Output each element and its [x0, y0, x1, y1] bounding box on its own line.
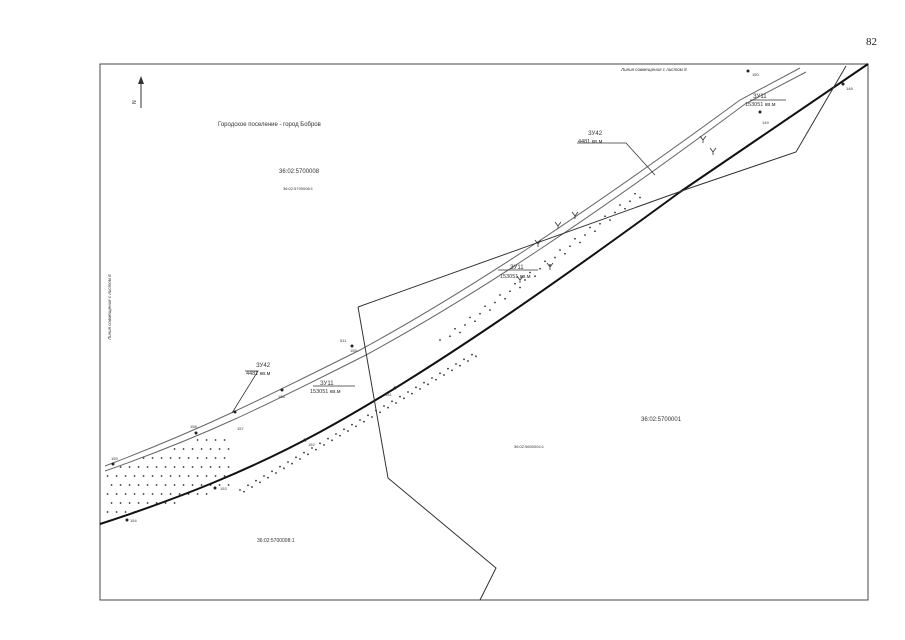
parcel-code: ЗУ11 — [510, 265, 524, 271]
parcel-code: ЗУ11 — [753, 94, 767, 100]
leader-zu42-top — [577, 142, 656, 176]
parcel-code: ЗУ42 — [256, 363, 271, 369]
leader-zu42-left — [231, 370, 259, 414]
parcel-area: 4481 кв.м — [578, 139, 603, 145]
main-boundary-line — [99, 63, 869, 525]
quarter-east-label: 36:02:5700001 — [641, 417, 682, 423]
point-label: 511 — [340, 338, 347, 343]
settlement-label: Городское поселение - город Бобров — [218, 122, 321, 128]
point-label: 154 — [130, 518, 137, 523]
point-label: 149 — [762, 120, 769, 125]
parcel-boundary-south — [357, 306, 497, 601]
parcel-area: 4481 кв.м — [246, 371, 271, 377]
parcel-code: ЗУ42 — [588, 131, 603, 137]
parcel-code: ЗУ11 — [320, 381, 334, 387]
road-line-inner — [104, 71, 807, 472]
point-label: 155 — [350, 348, 357, 353]
hatched-area — [106, 192, 641, 513]
point-label: 152 — [308, 442, 315, 447]
parcel-area: 153051 кв.м — [310, 389, 341, 395]
point-label: 158 — [190, 424, 197, 429]
point-label: 150 — [752, 72, 759, 77]
survey-points — [111, 69, 845, 522]
point-label: 159 — [111, 456, 118, 461]
tree-symbols — [516, 135, 717, 283]
point-label: 156 — [278, 394, 285, 399]
point-label: 157 — [237, 426, 244, 431]
zone-left-label: Линия совмещения с листом 6 — [107, 274, 112, 341]
svg-text:N: N — [132, 100, 138, 104]
road-line-outer — [104, 67, 801, 467]
zone-top-label: Линия совмещения с листом 8 — [620, 67, 687, 72]
quarter-north-label: 36:02:5700008 — [279, 169, 320, 175]
quarter-east-sub-label: 36:02:5600004:1 — [514, 444, 545, 449]
point-label: 151 — [385, 392, 392, 397]
parcel-boundary-east — [357, 65, 847, 308]
parcel-area: 153051 кв.м — [745, 102, 776, 108]
point-label: 148 — [846, 86, 853, 91]
quarter-south-label: 36:02:5700008:1 — [257, 538, 295, 544]
map-frame — [99, 63, 869, 601]
page-number: 82 — [866, 36, 877, 48]
parcel-area: 153051 кв.м — [500, 274, 531, 280]
quarter-north-sub-label: 36:02:5700008:1 — [283, 186, 314, 191]
north-arrow-icon: N — [132, 76, 144, 108]
point-label: 153 — [220, 486, 227, 491]
